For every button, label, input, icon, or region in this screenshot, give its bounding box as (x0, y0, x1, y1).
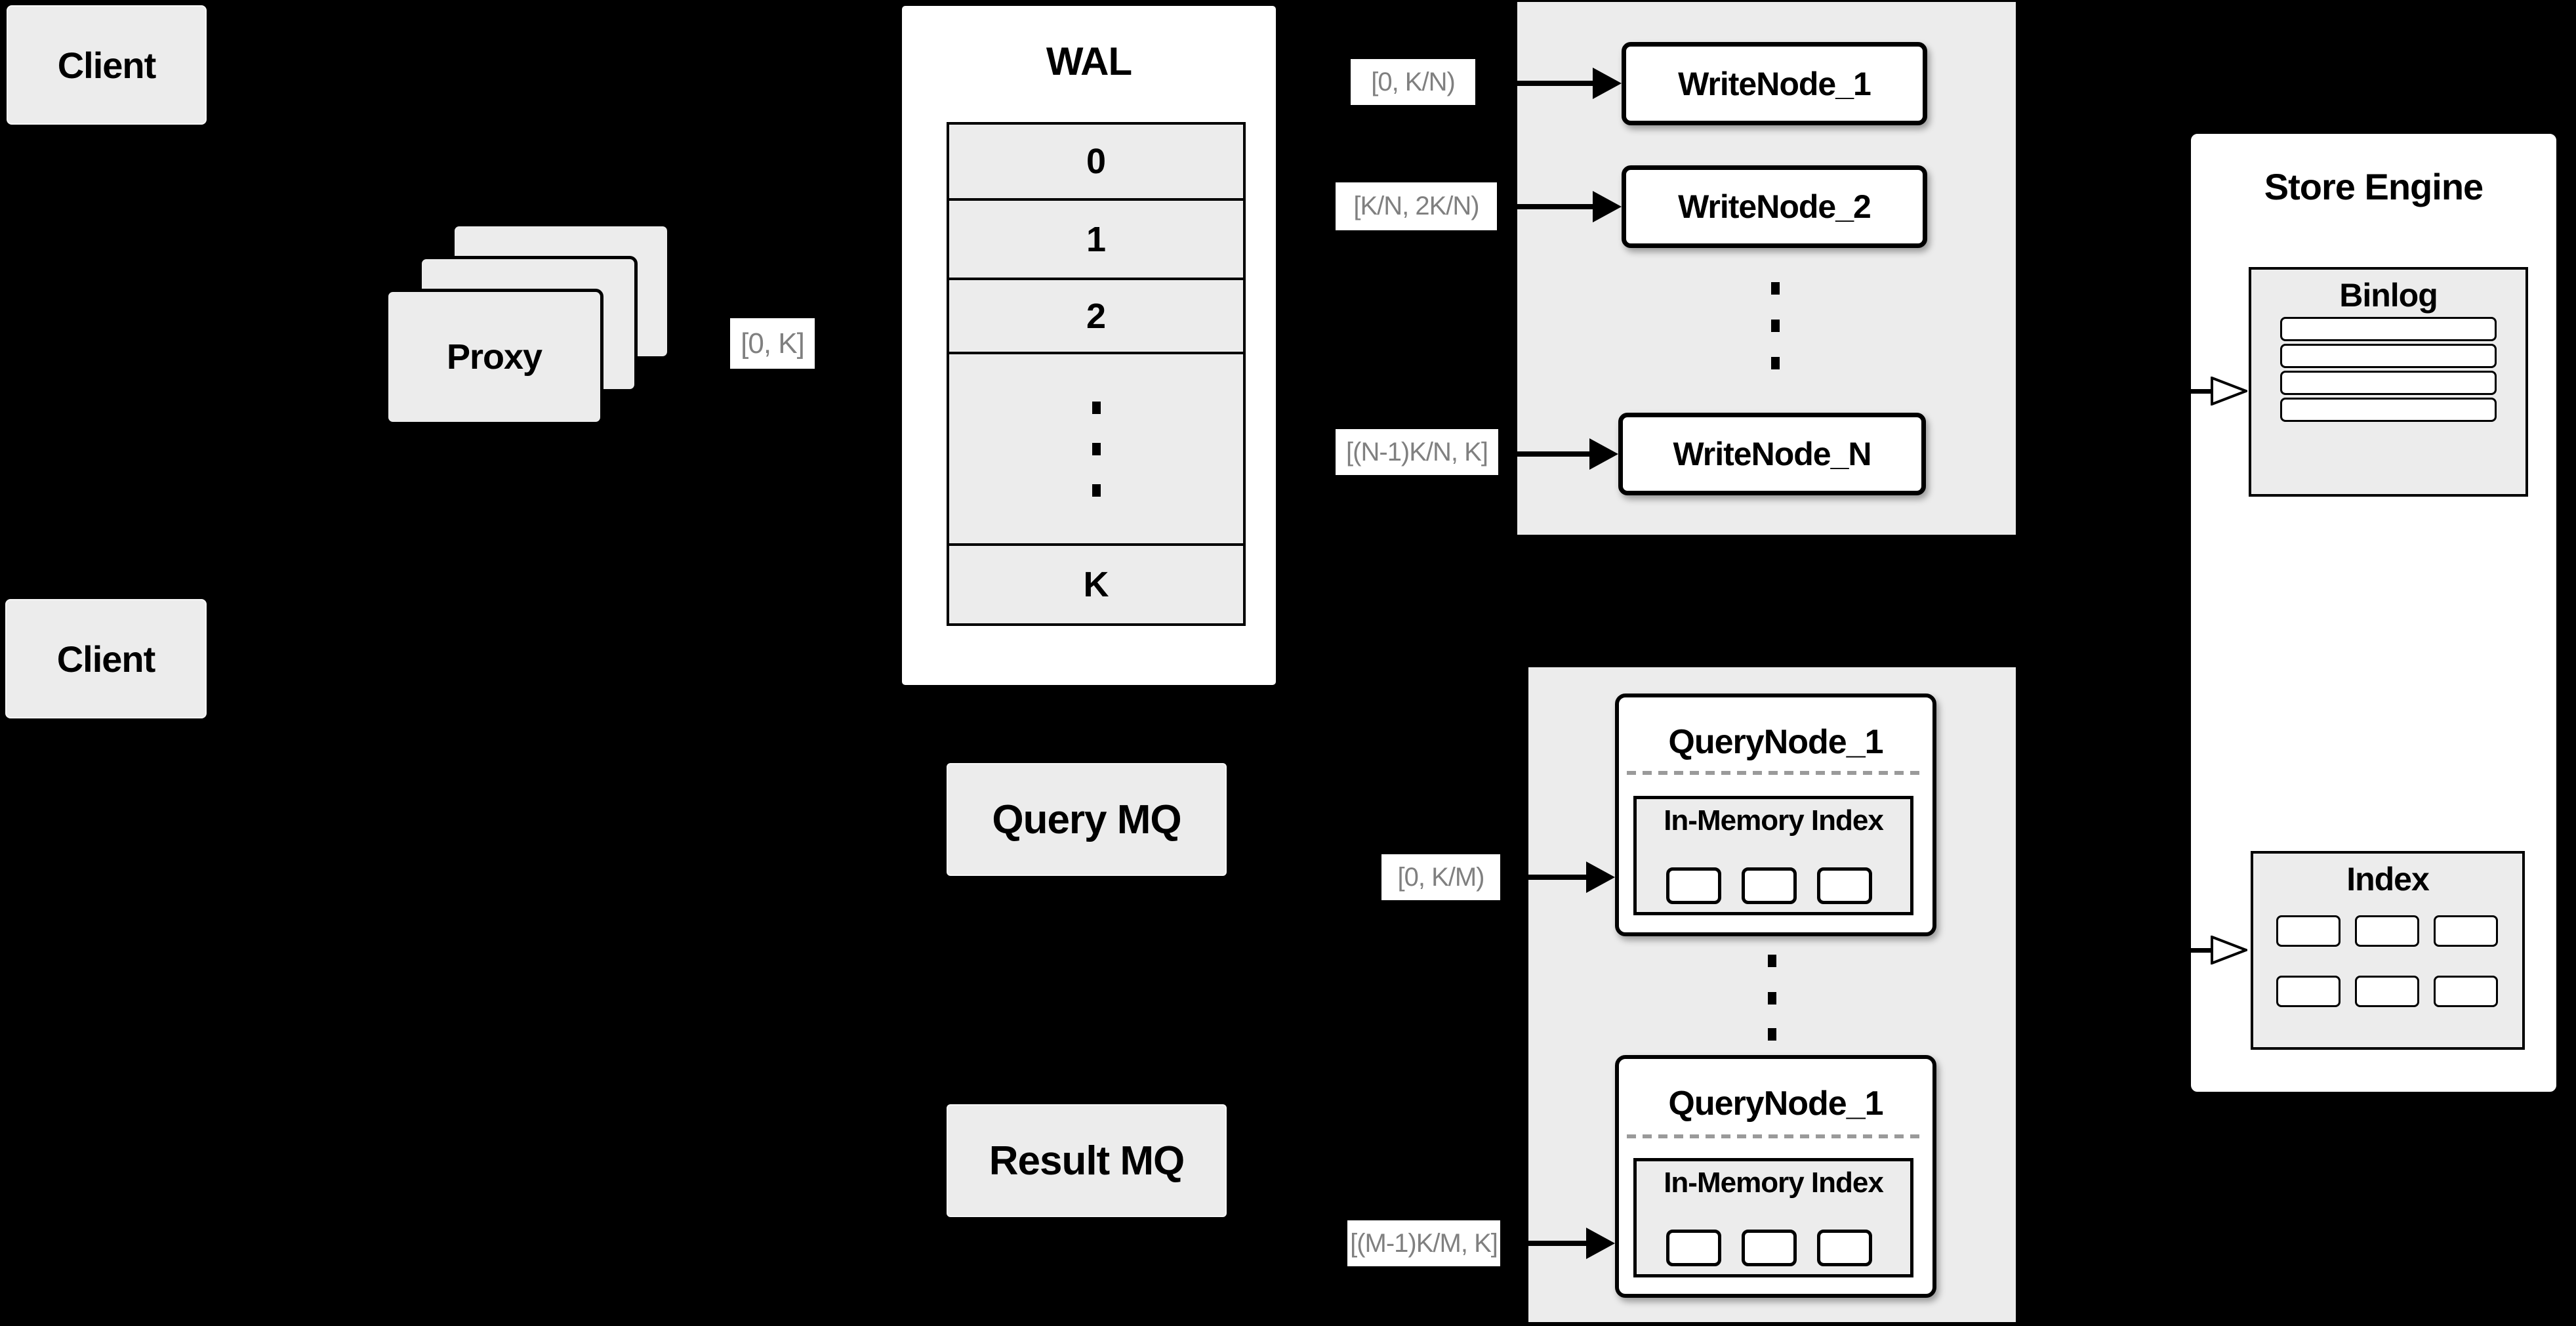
binlog-box: Binlog (2249, 267, 2528, 497)
client-box-top: Client (7, 5, 207, 125)
memory-segment (1742, 1230, 1797, 1266)
range-label-querynode-m: [(M-1)K/M, K] (1347, 1220, 1500, 1266)
writenode-1-box: WriteNode_1 (1622, 42, 1927, 125)
arrowhead-writenode-n-icon (1589, 438, 1618, 470)
writenode-2-box: WriteNode_2 (1622, 165, 1927, 248)
wal-title: WAL (1046, 39, 1132, 83)
query-mq-box: Query MQ (947, 763, 1227, 876)
binlog-segment (2280, 371, 2497, 395)
client-top-label: Client (57, 44, 157, 86)
client-box-bottom: Client (5, 599, 207, 718)
wal-table: 0 1 2 K (947, 122, 1246, 626)
store-engine-title: Store Engine (2264, 166, 2484, 207)
wal-box: WAL 0 1 2 K (899, 3, 1279, 688)
result-mq-label: Result MQ (989, 1138, 1185, 1184)
divider-dashed (1627, 771, 1925, 775)
binlog-segment (2280, 344, 2497, 368)
in-memory-index-1-title: In-Memory Index (1664, 804, 1884, 837)
index-segment (2434, 976, 2498, 1007)
hollow-arrowhead-index-icon (2211, 936, 2247, 964)
in-memory-index-m-title: In-Memory Index (1664, 1167, 1884, 1199)
ellipsis-dot (1768, 1028, 1776, 1041)
memory-segment (1817, 867, 1872, 904)
query-mq-label: Query MQ (992, 797, 1181, 842)
divider-dashed (1627, 1134, 1925, 1138)
arrow-line-writenode-n (1501, 451, 1593, 457)
arrow-line-querynode-m (1503, 1241, 1586, 1246)
index-title: Index (2346, 861, 2430, 898)
proxy-label: Proxy (446, 337, 542, 377)
memory-segment (1666, 1230, 1721, 1266)
proxy-box: Proxy (385, 289, 603, 425)
range-label-proxy-wal: [0, K] (730, 318, 815, 369)
binlog-segment (2280, 317, 2497, 341)
arrowhead-querynode-1-icon (1586, 861, 1615, 893)
writenode-n-label: WriteNode_N (1673, 436, 1871, 472)
wal-row-2: 2 (949, 278, 1243, 352)
hollow-arrowhead-binlog-icon (2211, 377, 2247, 405)
ellipsis-dot (1768, 992, 1776, 1005)
arrowhead-writenode-2-icon (1593, 191, 1622, 222)
result-mq-box: Result MQ (947, 1104, 1227, 1217)
arrow-line-writenode-2 (1500, 204, 1594, 209)
ellipsis-dot (1092, 484, 1101, 497)
writenode-2-label: WriteNode_2 (1678, 188, 1871, 225)
writenode-1-label: WriteNode_1 (1678, 65, 1871, 102)
range-label-writenode-2: [K/N, 2K/N) (1336, 182, 1497, 230)
ellipsis-dot (1771, 282, 1780, 295)
index-segment (2276, 915, 2341, 947)
writenode-n-box: WriteNode_N (1618, 413, 1926, 495)
wal-row-0: 0 (949, 125, 1243, 198)
arrowhead-querynode-m-icon (1586, 1228, 1615, 1259)
range-label-writenode-1: [0, K/N) (1351, 59, 1475, 105)
arrow-line-writenode-1 (1477, 81, 1593, 86)
binlog-title: Binlog (2339, 277, 2438, 314)
querynode-1-box: QueryNode_1 In-Memory Index (1615, 694, 1936, 936)
index-segment (2355, 976, 2419, 1007)
index-segment (2434, 915, 2498, 947)
in-memory-index-1-box: In-Memory Index (1633, 796, 1913, 915)
querynode-m-box: QueryNode_1 In-Memory Index (1615, 1055, 1936, 1298)
arrow-line-binlog (2162, 389, 2212, 394)
arrowhead-writenode-1-icon (1593, 68, 1622, 99)
memory-segment (1666, 867, 1721, 904)
querynode-m-title: QueryNode_1 (1668, 1085, 1883, 1123)
memory-segment (1742, 867, 1797, 904)
client-bottom-label: Client (56, 638, 156, 680)
binlog-segment (2280, 398, 2497, 422)
querynode-1-title: QueryNode_1 (1668, 723, 1883, 761)
in-memory-index-m-box: In-Memory Index (1633, 1158, 1913, 1277)
ellipsis-dot (1768, 955, 1776, 967)
index-segment (2355, 915, 2419, 947)
ellipsis-dot (1771, 320, 1780, 332)
index-box: Index (2251, 851, 2525, 1050)
ellipsis-dot (1092, 401, 1101, 414)
store-engine-box: Store Engine Binlog Index (2187, 130, 2560, 1096)
wal-row-1: 1 (949, 198, 1243, 278)
arrow-line-index (2162, 948, 2212, 953)
range-label-querynode-1: [0, K/M) (1381, 854, 1500, 900)
index-segment (2276, 976, 2341, 1007)
memory-segment (1817, 1230, 1872, 1266)
ellipsis-dot (1092, 442, 1101, 455)
wal-row-ellipsis (949, 352, 1243, 543)
ellipsis-dot (1771, 357, 1780, 369)
arrow-line-querynode-1 (1503, 875, 1586, 880)
range-label-writenode-n: [(N-1)K/N, K] (1336, 429, 1498, 475)
wal-row-k: K (949, 543, 1243, 623)
